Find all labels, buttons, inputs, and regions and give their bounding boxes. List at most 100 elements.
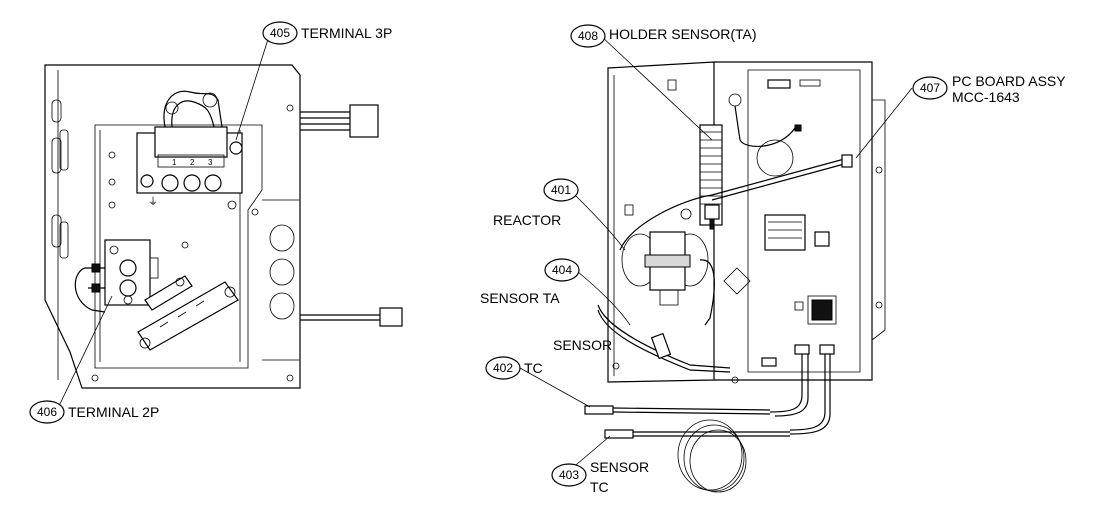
callout-407: 407 PC BOARD ASSY MCC-1643 bbox=[912, 73, 1066, 105]
bracket-hole bbox=[269, 292, 295, 320]
callout-408-number: 408 bbox=[578, 29, 598, 43]
sensor-wire bbox=[774, 354, 809, 417]
callout-405: 405 TERMINAL 3P bbox=[262, 21, 392, 45]
cable-coil bbox=[683, 424, 745, 492]
terminal-screw bbox=[161, 174, 179, 192]
harness bbox=[711, 162, 849, 201]
left-back-plate bbox=[44, 64, 301, 389]
board-connector bbox=[794, 344, 810, 355]
screw bbox=[680, 208, 692, 220]
terminal-3p-top bbox=[154, 126, 228, 158]
connector-bottom bbox=[300, 307, 403, 327]
terminal-3p-pos-3: 3 bbox=[208, 158, 213, 167]
terminal-screw bbox=[119, 279, 137, 297]
callout-402-bubble bbox=[485, 356, 521, 380]
holder-clip bbox=[704, 204, 720, 220]
sensor-ta-cable bbox=[597, 309, 731, 373]
pc-board bbox=[747, 69, 861, 373]
bracket-hole bbox=[269, 224, 295, 252]
reactor-band bbox=[644, 254, 691, 268]
screw bbox=[731, 376, 739, 384]
screw bbox=[175, 277, 185, 287]
pc-board-bracket bbox=[871, 99, 886, 341]
reactor-wire bbox=[619, 194, 713, 251]
sensor-tc-probe bbox=[604, 429, 634, 439]
callout-407-label-2: MCC-1643 bbox=[952, 89, 1020, 105]
reactor bbox=[619, 194, 715, 326]
slot bbox=[59, 221, 69, 259]
screw bbox=[123, 295, 133, 305]
callout-401-label: REACTOR bbox=[493, 212, 561, 228]
screw bbox=[108, 201, 116, 209]
callout-402: SENSOR 402 TC bbox=[485, 337, 612, 380]
leader-406 bbox=[57, 295, 113, 409]
screw bbox=[108, 151, 116, 159]
callout-408: 408 HOLDER SENSOR(TA) bbox=[570, 24, 757, 48]
right-bracket bbox=[262, 199, 300, 361]
sensor-tc-probe bbox=[584, 405, 614, 415]
bracket-hole bbox=[269, 258, 295, 286]
leader-408 bbox=[599, 34, 713, 141]
callout-407-label: PC BOARD ASSY bbox=[952, 73, 1066, 89]
harness bbox=[711, 157, 849, 196]
callout-408-label: HOLDER SENSOR(TA) bbox=[609, 26, 757, 42]
ground-symbol: ⏚ bbox=[148, 196, 158, 208]
callout-406-number: 406 bbox=[37, 405, 57, 419]
board-ic-outline bbox=[807, 295, 837, 325]
callout-403-label: SENSOR bbox=[590, 459, 649, 475]
crimp bbox=[91, 263, 101, 273]
callout-407-bubble bbox=[912, 76, 948, 100]
callout-405-number: 405 bbox=[270, 26, 290, 40]
screw bbox=[286, 104, 294, 112]
screw bbox=[108, 178, 116, 186]
board-marker bbox=[723, 267, 751, 295]
leader-405 bbox=[235, 32, 271, 141]
sensor-wire bbox=[789, 354, 831, 435]
connector-housing bbox=[349, 104, 379, 138]
terminal-3p-pos-1: 1 bbox=[172, 158, 177, 167]
terminal-screw bbox=[119, 259, 137, 277]
leader-403 bbox=[569, 435, 611, 471]
callout-404-bubble bbox=[544, 258, 580, 282]
callout-406: 406 TERMINAL 2P bbox=[29, 400, 159, 424]
screw bbox=[227, 200, 237, 210]
board-component bbox=[794, 301, 804, 311]
board-capacitor bbox=[756, 139, 794, 177]
leader-407 bbox=[855, 87, 913, 159]
callout-405-label: TERMINAL 3P bbox=[301, 25, 392, 41]
left-flange bbox=[44, 65, 59, 380]
slot bbox=[51, 214, 62, 248]
terminal-2p-side bbox=[149, 257, 159, 279]
crimp bbox=[794, 124, 802, 132]
leader-402 bbox=[519, 367, 591, 408]
callout-402-number: 402 bbox=[493, 361, 513, 375]
screw bbox=[91, 374, 99, 382]
cord-clamp bbox=[137, 275, 239, 351]
terminal-screw bbox=[183, 174, 201, 192]
screw bbox=[109, 245, 119, 255]
slot bbox=[51, 137, 62, 174]
ground-wire bbox=[734, 105, 796, 147]
sensor-ta-clamp bbox=[650, 332, 672, 360]
screw bbox=[181, 241, 189, 249]
crimp bbox=[91, 283, 101, 293]
callout-402-label: SENSOR bbox=[553, 337, 612, 353]
callout-402-label-2: TC bbox=[524, 360, 543, 376]
terminal-screw bbox=[229, 141, 243, 155]
callout-401: 401 REACTOR bbox=[493, 178, 579, 228]
screw bbox=[875, 166, 883, 174]
transformer-windings bbox=[768, 221, 802, 239]
plate-tab bbox=[624, 204, 634, 216]
board-ic-chip bbox=[811, 299, 833, 321]
terminal-2p bbox=[74, 239, 159, 313]
terminal-3p-pos-2: 2 bbox=[190, 158, 195, 167]
inner-box bbox=[94, 124, 263, 369]
callout-408-bubble bbox=[570, 24, 606, 48]
callout-404-number: 404 bbox=[552, 263, 572, 277]
callout-404-label: SENSOR TA bbox=[480, 290, 560, 306]
callout-403: 403 SENSOR TC bbox=[551, 459, 649, 495]
callout-406-bubble bbox=[29, 400, 65, 424]
sensor-wire bbox=[769, 354, 803, 413]
screw bbox=[875, 301, 883, 309]
